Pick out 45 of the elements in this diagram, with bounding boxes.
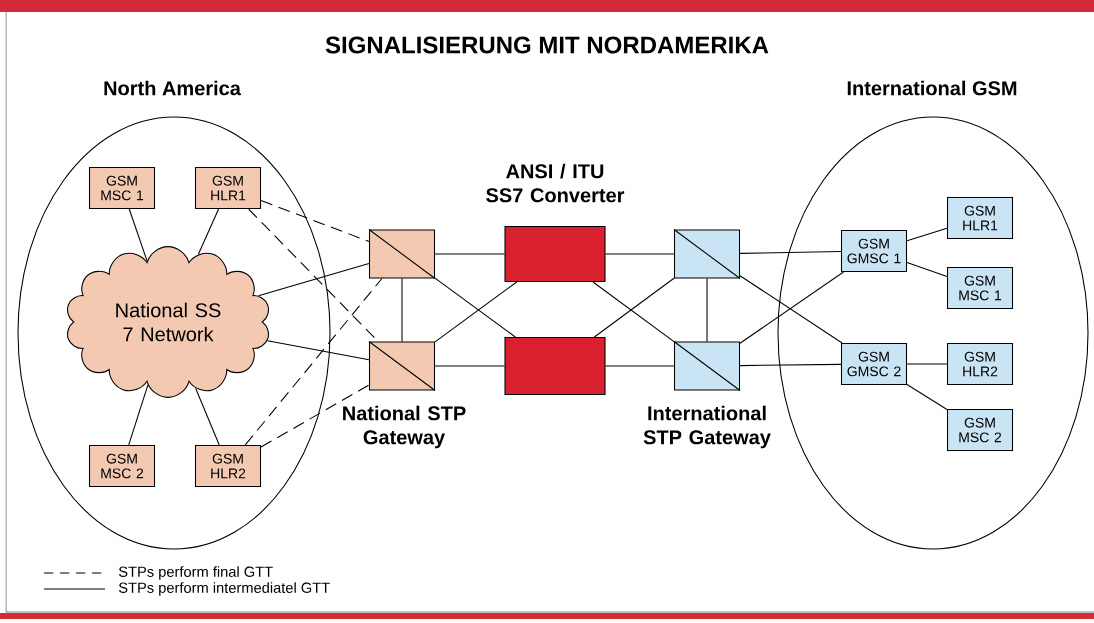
converter-box [504, 336, 606, 396]
legend-text: STPs perform intermediatel GTT [118, 582, 330, 596]
connector-line [706, 278, 708, 342]
element-box: GSM GMSC 1 [840, 229, 908, 273]
connector-line [906, 262, 948, 277]
connector-line [434, 365, 505, 367]
legend-text: STPs perform final GTT [118, 566, 273, 580]
connector-line [128, 384, 149, 446]
stp-box [673, 340, 741, 392]
connector-line [739, 251, 842, 254]
connector-line [260, 199, 370, 242]
title: SIGNALISIERUNG MIT NORDAMERIKA [325, 36, 769, 54]
connector-line [739, 363, 842, 367]
element-box: GSM MSC 1 [88, 166, 156, 210]
converter-box [504, 225, 606, 283]
connector-line [605, 365, 675, 367]
stp-box [368, 228, 436, 280]
element-box: GSM MSC 2 [88, 444, 156, 488]
gateway-label: ANSI / ITU SS7 Converter [486, 163, 625, 203]
node-label: North America [104, 80, 242, 96]
node-label: International GSM [847, 80, 1017, 96]
element-box: GSM MSC 1 [946, 266, 1014, 310]
connector-line [195, 388, 220, 446]
element-box: GSM HLR2 [946, 342, 1014, 386]
connector-line [906, 363, 948, 365]
element-box: GSM GMSC 2 [840, 342, 908, 386]
connector-line [401, 278, 403, 342]
connector-line [244, 278, 383, 446]
gateway-label: National STP Gateway [343, 405, 466, 449]
element-box: GSM HLR2 [194, 444, 262, 488]
connector-line [128, 208, 148, 262]
stp-box [673, 228, 741, 280]
connector-line [197, 208, 220, 255]
element-box: GSM HLR1 [194, 166, 262, 210]
network-cloud: National SS 7 Network [67, 246, 269, 398]
connector-line [434, 253, 505, 255]
connector-line [906, 227, 948, 242]
element-box: GSM MSC 2 [946, 408, 1014, 452]
connector-line [906, 384, 948, 410]
stp-box [368, 340, 436, 392]
connector-line [266, 340, 370, 361]
element-box: GSM HLR1 [946, 196, 1014, 240]
connector-line [605, 253, 675, 255]
connector-line [257, 263, 370, 297]
gateway-label: International STP Gateway [643, 405, 771, 449]
